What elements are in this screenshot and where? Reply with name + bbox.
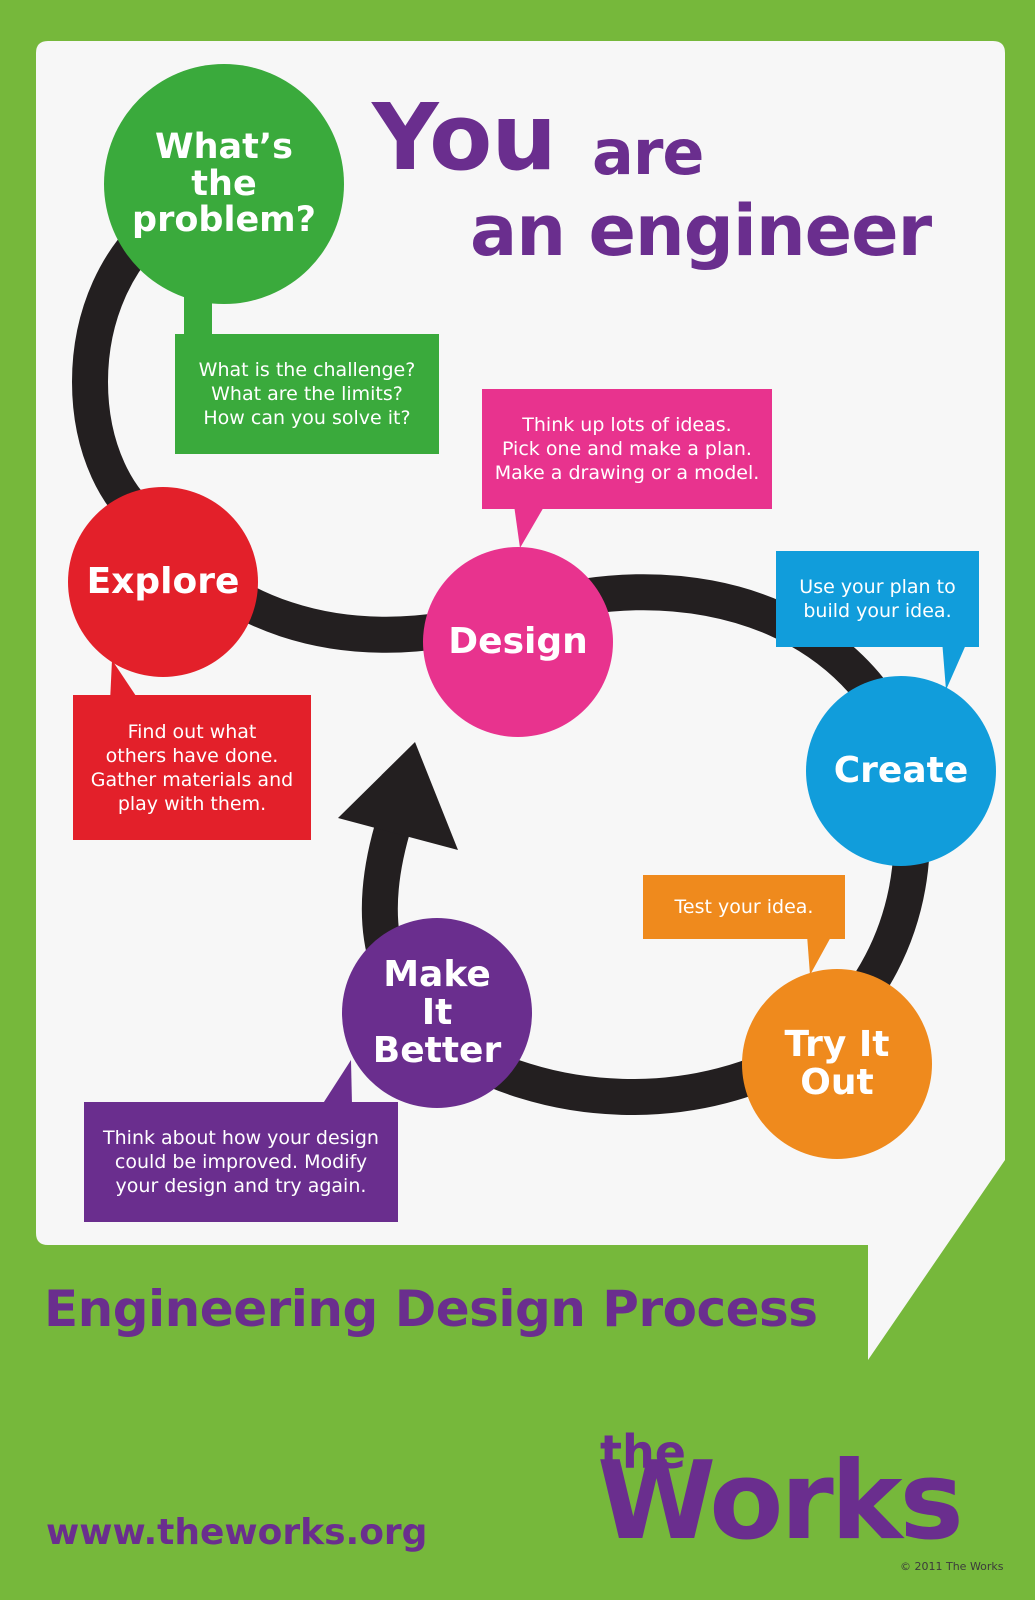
step-explore-label: Explore [86,561,240,603]
headline-an-engineer: an engineer [470,190,932,272]
step-make-it-better-description: Think about how your design could be imp… [103,1127,379,1197]
process-title: Engineering Design Process [44,1280,818,1338]
step-design-description-box: Think up lots of ideas. Pick one and mak… [482,389,772,509]
step-create-description-box: Use your plan to build your idea. [776,551,979,647]
step-create-description: Use your plan to build your idea. [799,576,956,622]
copyright-notice: © 2011 The Works [900,1560,1004,1573]
step-create-label: Create [833,750,969,792]
step-create-circle: Create [806,676,996,866]
step-try-it-out-description: Test your idea. [674,896,814,918]
logo-works: Works [597,1439,964,1564]
step-try-it-out-circle: Try It Out [742,969,932,1159]
step-make-it-better-description-box: Think about how your design could be imp… [84,1102,398,1222]
step-explore-circle: Explore [68,487,258,677]
headline-are: are [592,116,704,189]
step-design-circle: Design [423,547,613,737]
step-explore-description-box: Find out what others have done. Gather m… [73,695,311,840]
step-problem-description: What is the challenge? What are the limi… [198,359,416,429]
website-link[interactable]: www.theworks.org [46,1512,428,1553]
step-design-description: Think up lots of ideas. Pick one and mak… [494,414,760,484]
arrow-head [338,742,458,850]
headline-you: You [372,84,557,191]
step-problem-circle: What’s the problem? [104,64,344,304]
step-try-it-out-label: Try It Out [784,1024,890,1103]
step-make-it-better-circle: Make It Better [342,918,532,1108]
step-try-it-out-description-box: Test your idea. [643,875,845,939]
step-explore-description: Find out what others have done. Gather m… [90,720,294,815]
step-problem-label: What’s the problem? [132,126,316,241]
step-problem-description-box: What is the challenge? What are the limi… [175,334,439,454]
step-make-it-better-label: Make It Better [372,954,502,1071]
logo-the: the [600,1425,686,1479]
step-design-label: Design [448,621,588,663]
